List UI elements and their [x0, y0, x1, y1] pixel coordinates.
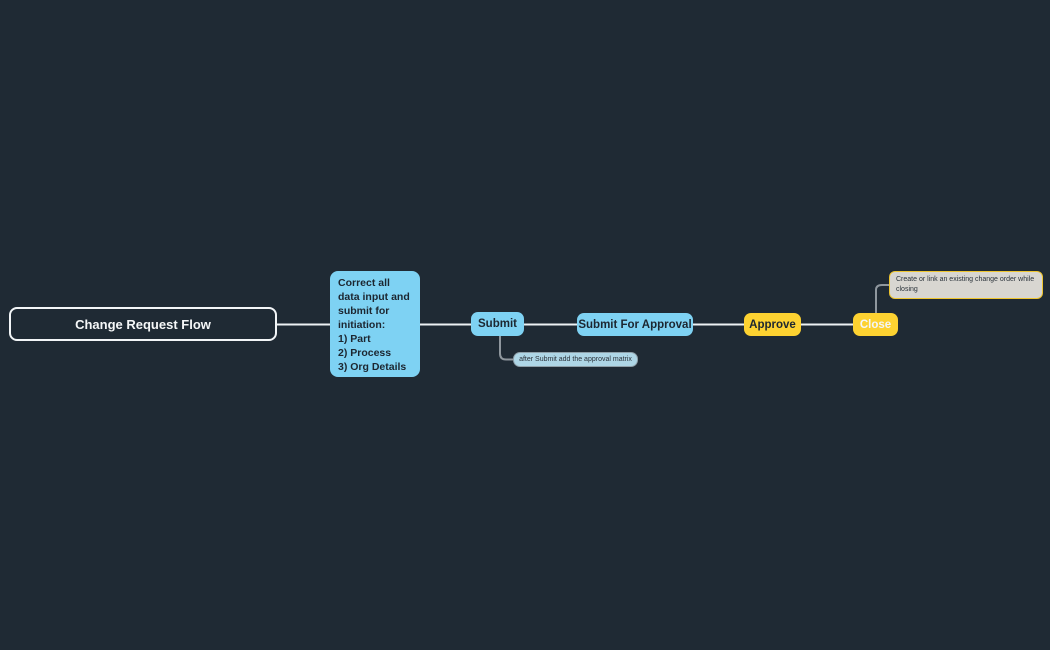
node-submit-for-approval[interactable]: Submit For Approval — [577, 313, 693, 336]
node-change-request-flow-label: Change Request Flow — [75, 316, 211, 332]
connector-submit-to-note — [499, 336, 513, 361]
node-submit[interactable]: Submit — [471, 312, 524, 336]
node-submit-for-approval-label: Submit For Approval — [578, 318, 692, 331]
connector-close-to-note — [875, 284, 889, 313]
node-initiation-instructions[interactable]: Correct all data input and submit for in… — [330, 271, 420, 377]
note-approval-matrix[interactable]: after Submit add the approval matrix — [513, 352, 638, 367]
node-close-label: Close — [859, 318, 892, 331]
node-change-request-flow[interactable]: Change Request Flow — [9, 307, 277, 341]
note-change-order-while-closing[interactable]: Create or link an existing change order … — [889, 271, 1043, 299]
node-initiation-instructions-label: Correct all data input and submit for in… — [338, 277, 410, 373]
node-submit-label: Submit — [478, 318, 517, 330]
node-close[interactable]: Close — [853, 313, 898, 336]
node-approve[interactable]: Approve — [744, 313, 801, 336]
node-approve-label: Approve — [749, 318, 796, 331]
